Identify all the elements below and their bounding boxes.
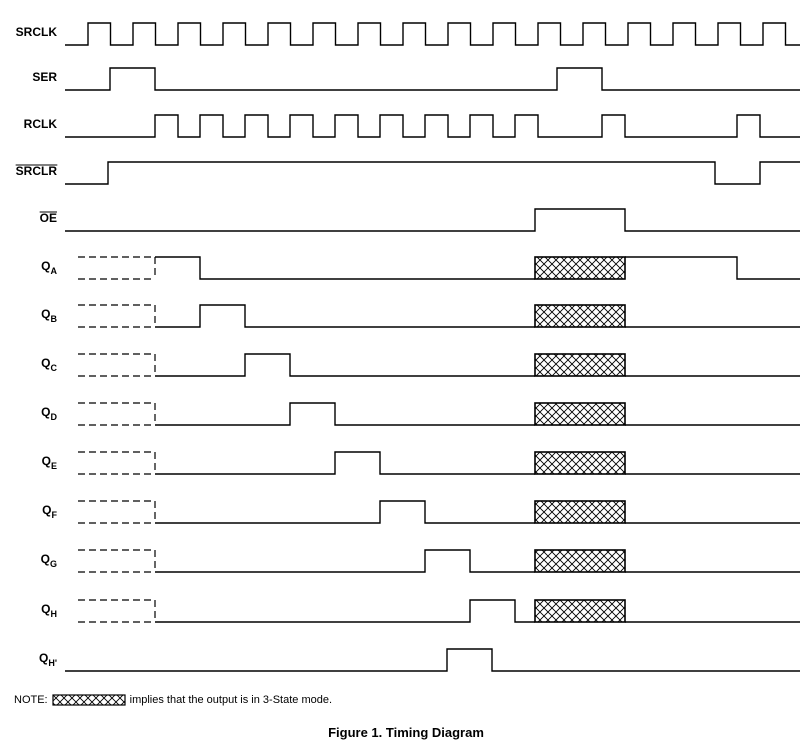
unknown-state-dash [78, 353, 156, 377]
q-output-wave [155, 500, 800, 524]
three-state-region [534, 500, 626, 524]
srclk-wave [65, 22, 800, 46]
three-state-region [534, 304, 626, 328]
qh-prime-wave [65, 648, 800, 672]
rclk-wave [65, 114, 800, 138]
srclr-wave [65, 161, 800, 185]
q-output-wave [155, 549, 800, 573]
ser-wave [65, 67, 800, 91]
signal-label: QC [41, 356, 57, 373]
q-output-wave [155, 256, 800, 280]
figure-caption: Figure 1. Timing Diagram [328, 725, 484, 740]
signal-label: QH' [39, 651, 57, 668]
unknown-state-dash [78, 549, 156, 573]
signal-label: SRCLR [16, 164, 58, 178]
q-output-wave [155, 304, 800, 328]
q-output-wave [155, 451, 800, 475]
timing-diagram-svg: SRCLK SER RCLK SRCLR OE QA QB QC QD QE QF QG QH QH' [15, 22, 800, 672]
three-state-region [534, 549, 626, 573]
q-output-wave [155, 599, 800, 623]
unknown-state-dash [78, 256, 156, 280]
q-output-wave [155, 353, 800, 377]
signal-label: QF [42, 503, 57, 520]
three-state-region [534, 599, 626, 623]
unknown-state-dash [78, 599, 156, 623]
note-prefix: NOTE: [14, 694, 48, 706]
three-state-swatch-icon [52, 694, 126, 706]
signal-label: RCLK [24, 117, 58, 131]
signal-label: SER [32, 70, 57, 84]
unknown-state-dash [78, 500, 156, 524]
three-state-region [534, 402, 626, 426]
three-state-region [534, 353, 626, 377]
oe-wave [65, 208, 800, 232]
note: NOTE: implies that the output is in 3-St… [14, 694, 332, 706]
unknown-state-dash [78, 451, 156, 475]
signal-label: QD [41, 405, 57, 422]
unknown-state-dash [78, 402, 156, 426]
three-state-region [534, 256, 626, 280]
signal-label: QG [41, 552, 57, 569]
signal-label: QE [42, 454, 57, 471]
signal-label: QH [41, 602, 57, 619]
note-text: implies that the output is in 3-State mo… [129, 694, 333, 706]
signal-label: SRCLK [16, 25, 58, 39]
q-output-wave [155, 402, 800, 426]
three-state-region [534, 451, 626, 475]
unknown-state-dash [78, 304, 156, 328]
signal-label: QB [41, 307, 57, 324]
signal-label: OE [40, 211, 57, 225]
signal-label: QA [41, 259, 57, 276]
